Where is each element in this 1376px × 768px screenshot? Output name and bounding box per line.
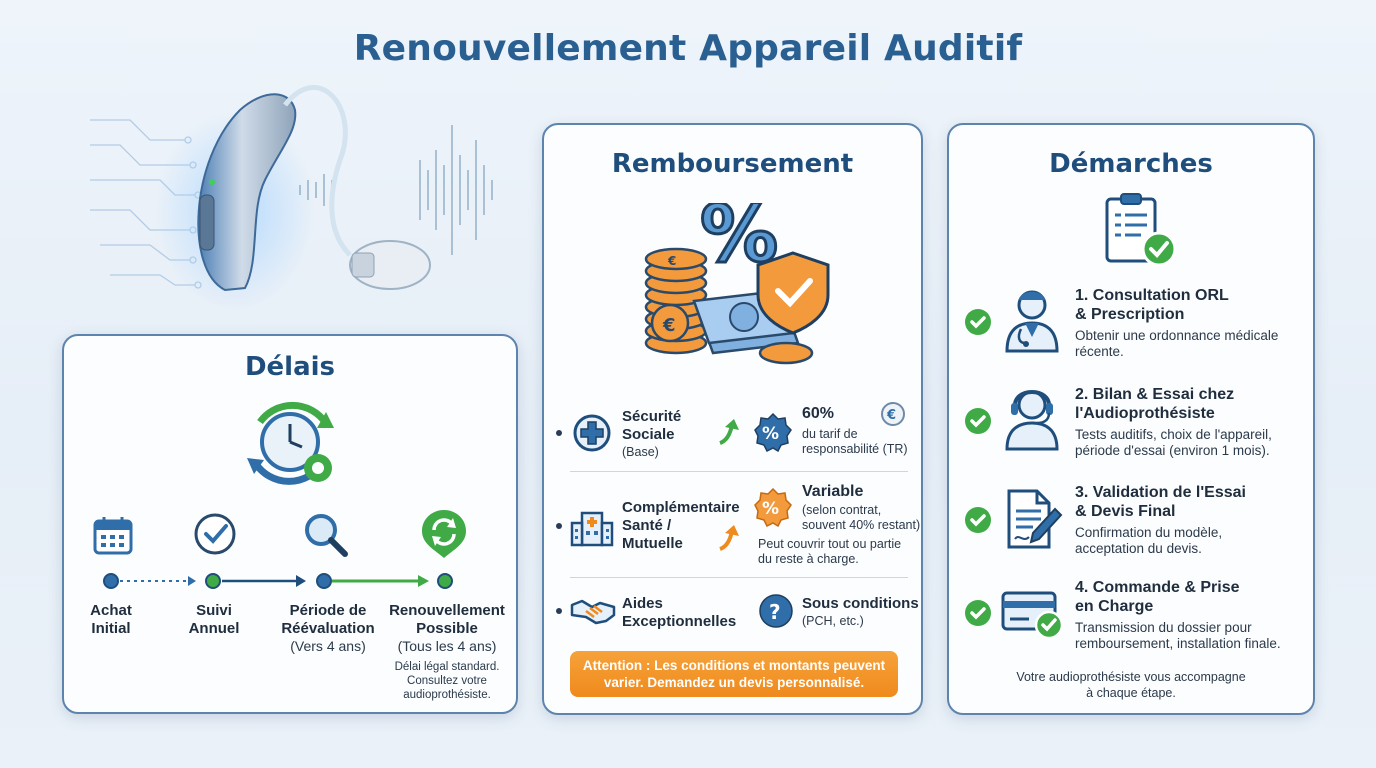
step-check-icon	[965, 408, 991, 434]
divider	[570, 471, 908, 472]
demarches-title: Démarches	[1049, 149, 1213, 179]
svg-text:€: €	[662, 315, 676, 336]
svg-text:€: €	[886, 408, 896, 423]
question-icon: ?	[759, 594, 793, 628]
warning-banner: Attention : Les conditions et montants p…	[570, 651, 898, 697]
step-3-title: 3. Validation de l'Essai& Devis Final	[1075, 484, 1246, 520]
row-bullet	[556, 430, 562, 436]
step-periode-sub: (Vers 4 ans)	[290, 638, 366, 654]
row-mutuelle-value: Variable	[802, 483, 864, 500]
percent-badge-icon: %	[754, 412, 792, 452]
calendar-icon	[93, 517, 133, 555]
magnifier-icon	[305, 514, 348, 557]
divider	[570, 577, 908, 578]
row-secu-sub: (Base)	[622, 445, 659, 459]
row-aides-value-sub: (PCH, etc.)	[802, 614, 864, 628]
row-mutuelle-value-sub: (selon contrat,souvent 40% restant)	[802, 503, 921, 532]
row-bullet	[556, 608, 562, 614]
handshake-icon	[570, 599, 616, 625]
percent-starburst-icon: %	[754, 487, 792, 527]
step-2-desc: Tests auditifs, choix de l'appareil,péri…	[1075, 427, 1272, 458]
building-icon	[570, 511, 614, 547]
step-check-icon	[965, 600, 991, 626]
card-check-icon	[1001, 591, 1064, 640]
step-check-icon	[965, 507, 991, 533]
document-pen-icon	[1007, 489, 1063, 549]
clock-cycle-gear-icon	[247, 401, 334, 485]
clipboard-check-icon	[1105, 193, 1177, 267]
svg-text:%: %	[762, 499, 779, 519]
page-title: Renouvellement Appareil Auditif	[353, 28, 1023, 69]
delais-card: Délais	[62, 334, 518, 714]
demarches-card: Démarches 1. Consultation ORL& Prescript…	[947, 123, 1315, 715]
refresh-badge-icon	[422, 510, 466, 558]
row-secu-value: 60%	[802, 405, 835, 422]
check-circle-icon	[194, 513, 236, 555]
delais-title: Délais	[244, 352, 336, 382]
up-arrow-icon	[719, 419, 739, 445]
svg-text:%: %	[762, 424, 779, 444]
step-3-desc: Confirmation du modèle,acceptation du de…	[1075, 525, 1223, 556]
remboursement-title: Remboursement	[611, 149, 854, 179]
medical-cross-icon	[573, 414, 611, 452]
percent-coins-shield-icon: € % €	[644, 203, 830, 365]
row-bullet	[556, 523, 562, 529]
timeline	[103, 573, 453, 589]
row-aides-value: Sous conditions	[802, 595, 919, 612]
svg-text:€: €	[667, 254, 676, 268]
headset-person-icon	[1005, 390, 1059, 451]
hearing-aid-illustration	[90, 84, 493, 310]
step-1-title: 1. Consultation ORL& Prescription	[1075, 287, 1229, 323]
euro-coin-icon: €	[881, 402, 905, 426]
doctor-icon	[1005, 290, 1059, 353]
up-arrow-icon	[719, 525, 739, 551]
step-renouvellement-sub: (Tous les 4 ans)	[397, 638, 497, 654]
step-check-icon	[965, 309, 991, 335]
svg-text:?: ?	[769, 600, 781, 624]
